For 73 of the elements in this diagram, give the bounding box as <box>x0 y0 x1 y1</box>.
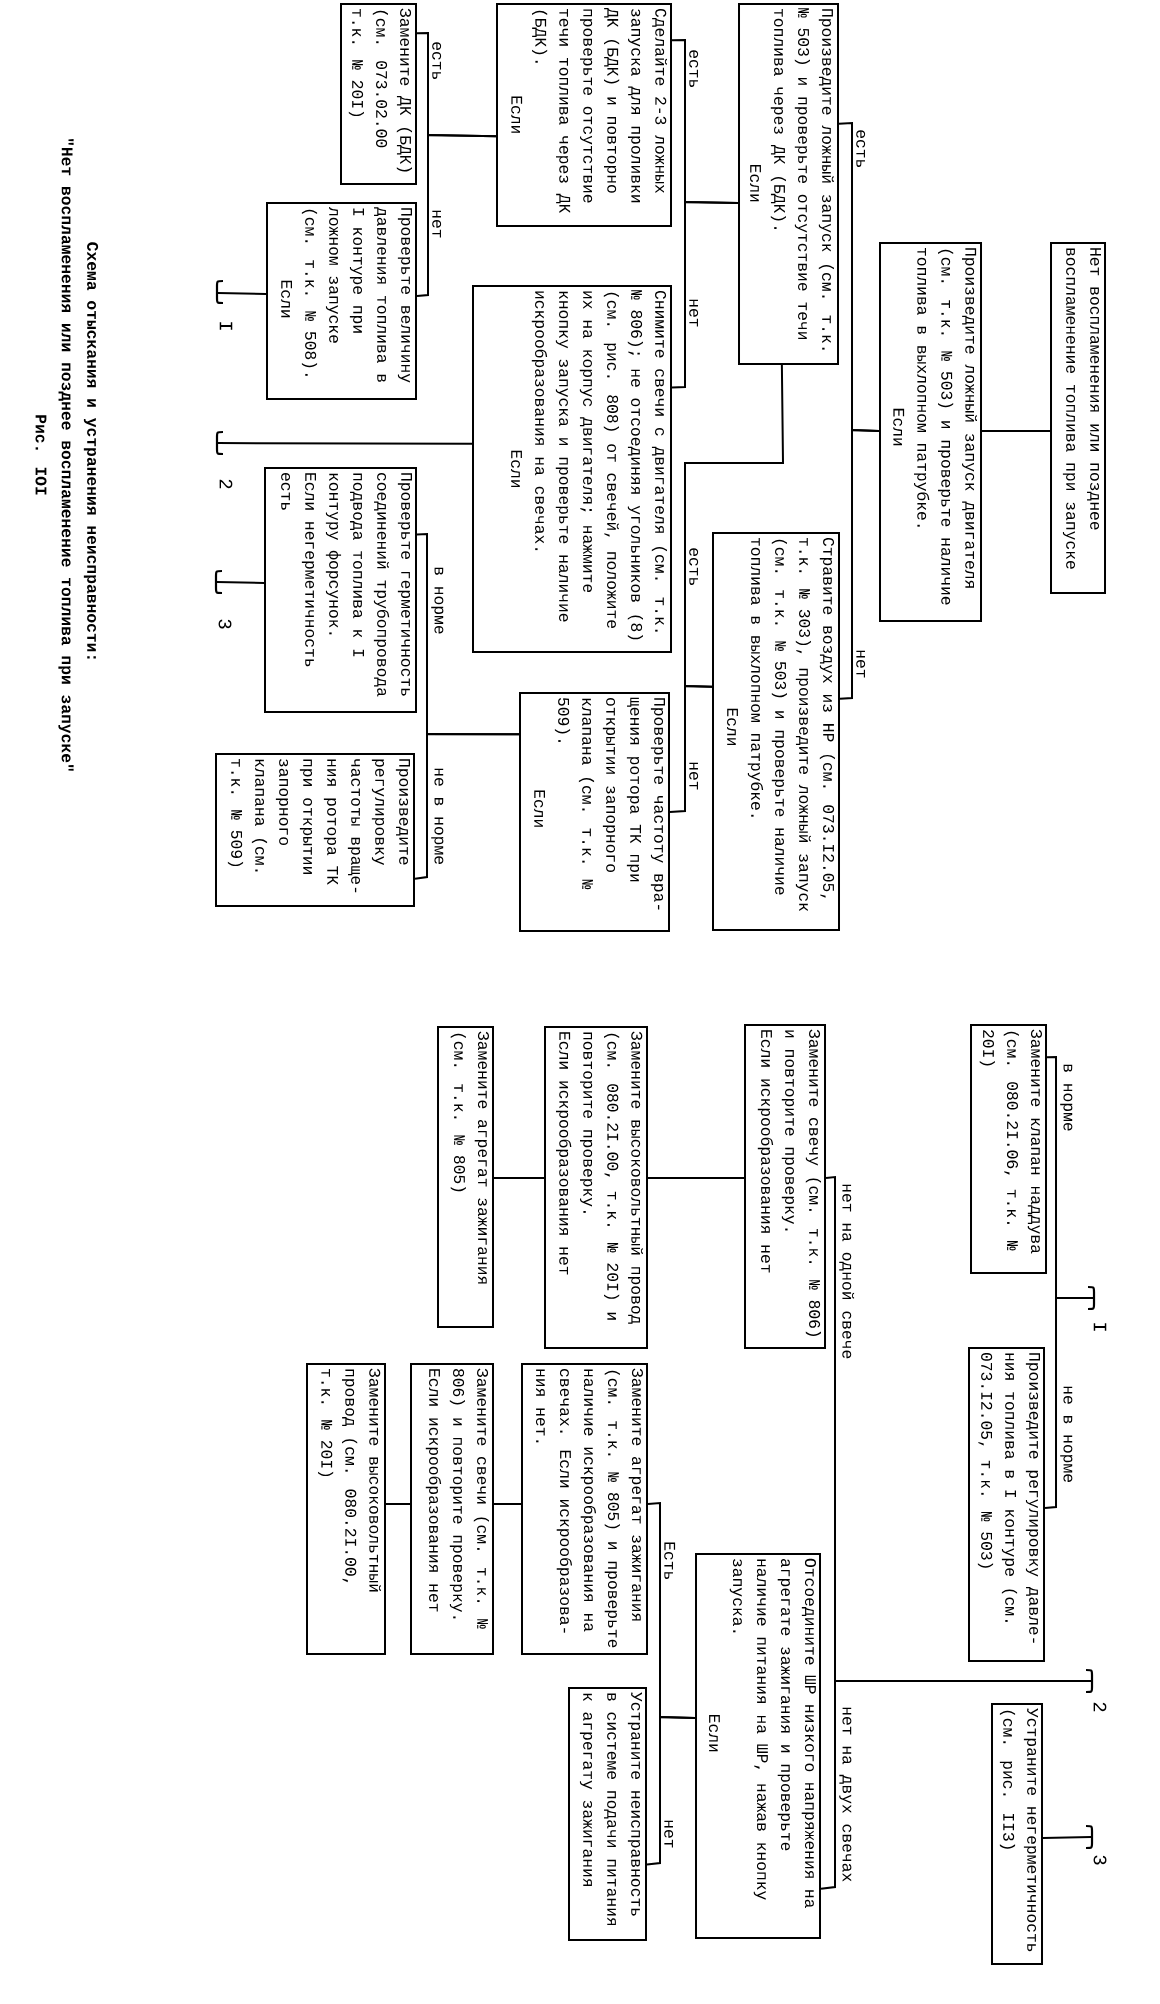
process-box: Замените ДК (БДК) (см. 073.02.00 т.к. № 20I) <box>340 3 417 185</box>
connector <box>1042 1836 1093 1840</box>
connector <box>216 292 267 295</box>
connector-symbol <box>215 279 223 305</box>
process-box: Замените клапан наддува (см. 080.2I.06, т.к. № 20I) <box>970 1024 1047 1274</box>
connector <box>839 428 880 700</box>
connector <box>493 1176 545 1179</box>
connector-symbol <box>1086 1824 1094 1850</box>
connector-number: 3 <box>1093 1855 1107 1865</box>
edge-label: нет на двух свечах <box>838 1705 853 1884</box>
process-box: Произведите ложный запуск (см. т.к. № 503) и проверьте отсутствие течи топлива через ДК (БДК). Если <box>738 3 839 365</box>
process-box: Сделайте 2-3 ложных запуска для проливки ДК (БДК) и повторно проверьте отсутствие течи топлива через ДК (БДК). Если <box>496 3 672 227</box>
connector-number: I <box>219 322 233 330</box>
connector-number: I <box>1093 1323 1107 1331</box>
process-box: Произведите ложный запуск двигателя (см. т.к. № 503) и проверьте наличие топлива в выхлопном патрубке. Если <box>879 242 982 622</box>
connector-symbol <box>1088 1285 1096 1311</box>
edge-label: есть <box>855 128 867 170</box>
process-box: Замените агрегат зажигания (см. т.к. № 805) <box>437 1026 494 1328</box>
process-box: Проверьте величину давления топлива в I контуре при ложном запуске (см. т.к. № 508). Если <box>266 202 417 400</box>
process-box: Замените свечи (см. т.к. № 806) и повторите проверку. Если искрообразования нет <box>410 1363 494 1655</box>
connector-symbol <box>215 430 223 456</box>
connector <box>385 1503 411 1505</box>
edge-label: нет <box>688 297 700 329</box>
edge-label: в норме <box>430 565 445 636</box>
edge-label: нет <box>688 760 700 792</box>
process-box: Проверьте герметичность соединений трубопровода подвода топлива к I контуру форсунок. Если негерметичность есть <box>264 467 417 713</box>
connector <box>671 200 739 389</box>
process-box: Произведите регулировку частоты враще- ния ротора ТК при открытии запорного клапана (см. т.к. № 509) <box>215 753 415 907</box>
edge-label: есть <box>688 48 700 90</box>
process-box: Отсоедините ШР низкого напряжения на агрегате зажигания и проверьте наличие питания на ШР, нажав кнопку запуска. Если <box>695 1553 821 1939</box>
process-box: Замените агрегат зажигания (см. т.к. № 805) и проверьте наличие искрообразования на свечах. Если искрообразова- ния нет. <box>521 1363 648 1655</box>
connector-symbol <box>214 569 222 595</box>
connector <box>215 581 265 584</box>
process-box: Произведите регулировку давле- ния топлива в I контуре (см. 073.I2.05, т.к. № 503) <box>968 1347 1045 1662</box>
connector <box>981 430 1051 433</box>
connector <box>669 685 713 813</box>
edge-label: не в норме <box>1059 1384 1074 1485</box>
connector-symbol <box>1086 1668 1094 1694</box>
start-box: Нет воспламенения или позднее воспламенение топлива при запуске <box>1050 242 1106 594</box>
edge-label: нет <box>431 208 443 240</box>
connector-number: 2 <box>1093 1702 1107 1712</box>
connector <box>414 733 520 880</box>
process-box: Устраните неисправность в системе подачи питания к агрегату зажигания <box>568 1687 647 1941</box>
caption: "Нет воспламенения или позднее воспламенение топлива при запуске" <box>58 139 74 771</box>
figure-number: Рис. IOI <box>35 415 47 495</box>
process-box: Замените высоковольтный провод (см. 080.2I.00, т.к. № 20I) <box>306 1363 386 1655</box>
connector-number: 2 <box>219 479 233 489</box>
process-box: Стравите воздух из НР (см. 073.I2.05, т.к. № 303), произведите ложный запуск (см. т.к. № 503) и проверьте наличие топлива в выхлопном патрубке. Если <box>712 532 840 931</box>
connector <box>416 134 497 297</box>
edge-label: нет на одной свече <box>838 1182 856 1361</box>
edge-label: Есть <box>663 1540 677 1582</box>
connector <box>216 442 473 445</box>
connector <box>684 364 785 688</box>
caption-heading: Схема отыскания и устранения неисправности: <box>83 242 99 659</box>
connector <box>825 1175 836 1682</box>
process-box: Проверьте частоту вра- щения ротора ТК при открытии запорного клапана (см. т.к. № 509). Если <box>519 692 670 932</box>
edge-label: в норме <box>1059 1062 1074 1133</box>
connector <box>820 1680 836 1890</box>
process-box: Снимите свечи с двигателя (см. т.к. № 806); не отсоединяя угольников (8) (см. рис. 808) от свечей, положите их на корпус двигателя; нажмите кнопку запуска и проверьте наличие искрообразования на свечах. Если <box>472 285 672 653</box>
process-box: Устраните негерметичность (см. рис. II3) <box>991 1703 1043 1965</box>
connector-number: 3 <box>218 619 232 629</box>
connector <box>646 1716 696 1866</box>
edge-label: не в норме <box>430 766 445 867</box>
process-box: Замените высоковольтный провод (см. 080.2I.00, т.к. № 20I) и повторите проверку. Если искрообразования нет <box>544 1026 648 1349</box>
connector <box>647 1176 745 1179</box>
edge-label: есть <box>688 546 700 588</box>
connector <box>1044 1297 1095 1510</box>
process-box: Замените свечу (см. т.к. № 806) и повторите проверку. Если искрообразования нет <box>744 1024 826 1349</box>
edge-label: нет <box>855 648 867 680</box>
connector <box>834 1680 1093 1682</box>
edge-label: есть <box>431 40 443 82</box>
edge-label: нет <box>663 1818 675 1850</box>
connector <box>493 1503 522 1505</box>
